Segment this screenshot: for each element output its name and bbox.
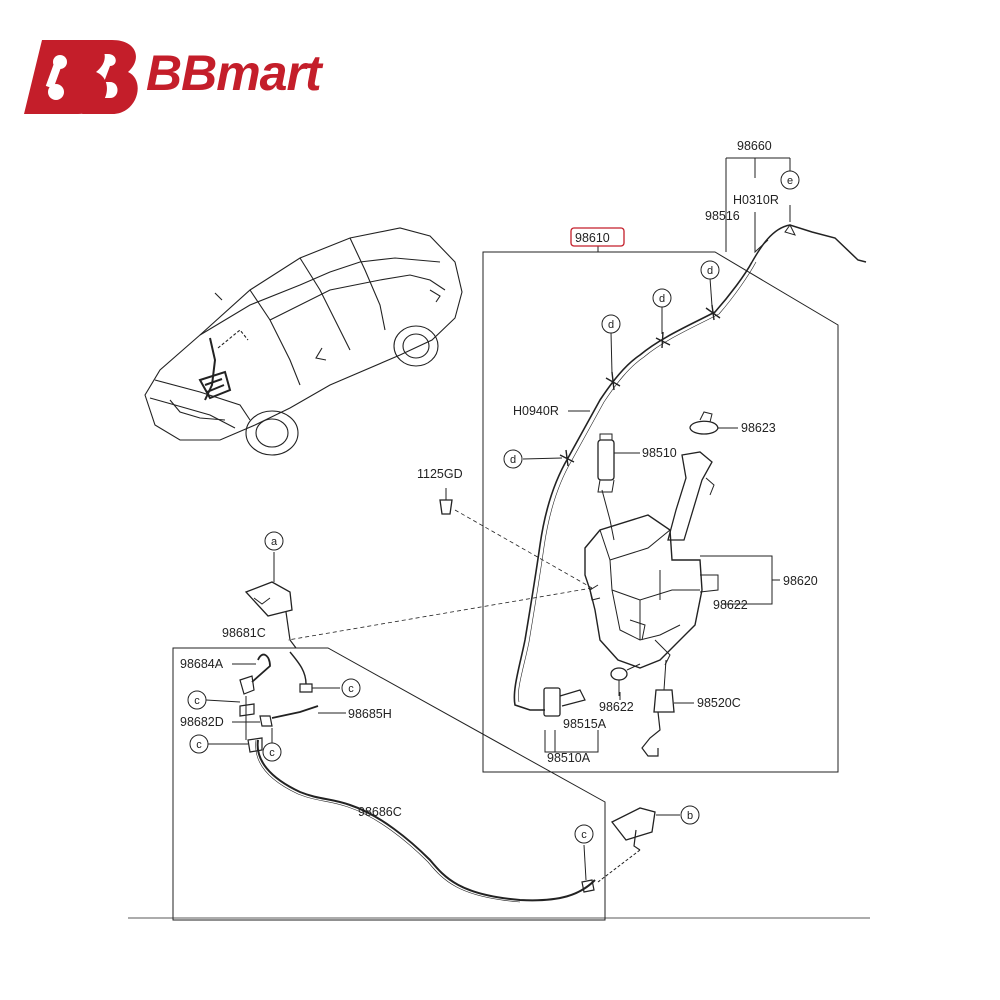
label-1125GD: 1125GD [417, 467, 463, 481]
label-98516: 98516 [705, 209, 740, 223]
callout-a [264, 531, 284, 551]
callout-c-2 [341, 678, 361, 698]
callout-b-text: b [687, 810, 693, 822]
callout-d-text: d [510, 454, 516, 466]
brand-logo: BBmart [20, 34, 350, 124]
bbmart-logo-icon [24, 40, 138, 114]
label-98610: 98610 [575, 231, 610, 245]
callout-d-3 [601, 314, 621, 334]
label-98681C: 98681C [222, 626, 266, 640]
callout-d-4 [503, 449, 523, 469]
label-98520C: 98520C [697, 696, 741, 710]
assembly-label-box [570, 227, 625, 247]
nozzle-frame [172, 647, 606, 921]
label-98620: 98620 [783, 574, 818, 588]
label-98660: 98660 [737, 139, 772, 153]
callout-c-text: c [581, 829, 587, 841]
callout-c-text: c [196, 739, 202, 751]
callout-d-text: d [659, 293, 665, 305]
label-H0310R: H0310R [733, 193, 779, 207]
callout-d-text: d [707, 265, 713, 277]
label-98622-bracket: 98622 [713, 598, 748, 612]
callout-c-text: c [348, 683, 354, 695]
label-98510: 98510 [642, 446, 677, 460]
callout-b [680, 805, 700, 825]
callout-c-1 [187, 690, 207, 710]
label-98686C: 98686C [358, 805, 402, 819]
label-98684A: 98684A [180, 657, 224, 671]
callout-e-text: e [787, 175, 793, 187]
label-H0940R: H0940R [513, 404, 559, 418]
label-98623: 98623 [741, 421, 776, 435]
callout-d-text: d [608, 319, 614, 331]
label-98515A: 98515A [563, 717, 607, 731]
callout-d-1 [700, 260, 720, 280]
callout-c-3 [189, 734, 209, 754]
brand-name: BBmart [146, 45, 322, 101]
label-98510A: 98510A [547, 751, 591, 765]
callout-c-text: c [194, 695, 200, 707]
callout-e [780, 170, 800, 190]
callout-c-4 [262, 742, 282, 762]
callout-c-text: c [269, 747, 275, 759]
callout-d-2 [652, 288, 672, 308]
callout-c-5 [574, 824, 594, 844]
label-98685H: 98685H [348, 707, 392, 721]
assembly-frame [482, 251, 839, 773]
label-98682D: 98682D [180, 715, 224, 729]
callout-a-text: a [271, 536, 278, 548]
car-illustration [144, 227, 463, 456]
label-98622-grommet: 98622 [599, 700, 634, 714]
